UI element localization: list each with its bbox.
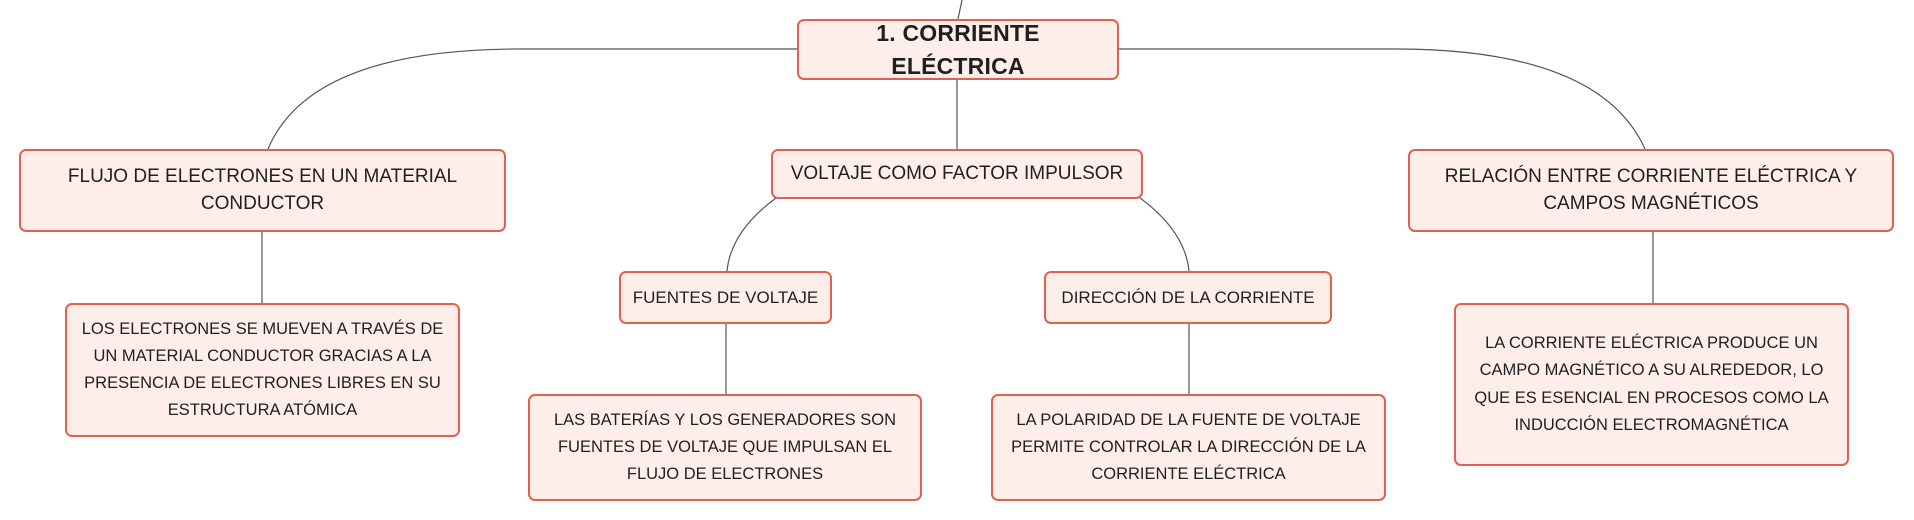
branch-node-label: VOLTAJE COMO FACTOR IMPULSOR [790,162,1124,184]
root-node[interactable]: 1. CORRIENTE ELÉCTRICA [797,19,1119,80]
detail-node-current-direction[interactable]: LA POLARIDAD DE LA FUENTE DE VOLTAJE PER… [991,394,1386,501]
child-node-current-direction[interactable]: DIRECCIÓN DE LA CORRIENTE [1044,271,1332,324]
detail-node-text: LA POLARIDAD DE LA FUENTE DE VOLTAJE PER… [1011,410,1366,484]
connector-branch-2-to-child-1 [726,197,777,272]
detail-node-text: LA CORRIENTE ELÉCTRICA PRODUCE UN CAMPO … [1474,334,1829,434]
detail-node-text: LAS BATERÍAS Y LOS GENERADORES SON FUENT… [553,410,897,484]
connector-branch-2-to-child-2 [1139,197,1190,272]
detail-node-text: LOS ELECTRONES SE MUEVEN A TRAVÉS DE UN … [81,319,444,420]
child-node-label: FUENTES DE VOLTAJE [632,287,819,307]
incoming-connector [957,0,963,20]
branch-node-label: RELACIÓN ENTRE CORRIENTE ELÉCTRICA Y CAM… [1444,165,1858,214]
child-node-label: DIRECCIÓN DE LA CORRIENTE [1061,287,1315,307]
connector-root-to-branch-3 [1119,48,1646,150]
child-node-voltage-sources[interactable]: FUENTES DE VOLTAJE [619,271,832,324]
root-node-label: 1. CORRIENTE ELÉCTRICA [876,20,1040,79]
detail-node-voltage-sources[interactable]: LAS BATERÍAS Y LOS GENERADORES SON FUENT… [528,394,922,501]
branch-node-electron-flow[interactable]: FLUJO DE ELECTRONES EN UN MATERIAL CONDU… [19,149,506,232]
detail-node-electron-flow[interactable]: LOS ELECTRONES SE MUEVEN A TRAVÉS DE UN … [65,303,460,437]
branch-node-magnetic-fields[interactable]: RELACIÓN ENTRE CORRIENTE ELÉCTRICA Y CAM… [1408,149,1894,232]
detail-node-magnetic-fields[interactable]: LA CORRIENTE ELÉCTRICA PRODUCE UN CAMPO … [1454,303,1849,466]
branch-node-label: FLUJO DE ELECTRONES EN UN MATERIAL CONDU… [67,165,458,214]
branch-node-voltage[interactable]: VOLTAJE COMO FACTOR IMPULSOR [771,149,1143,199]
connector-root-to-branch-1 [267,48,797,150]
